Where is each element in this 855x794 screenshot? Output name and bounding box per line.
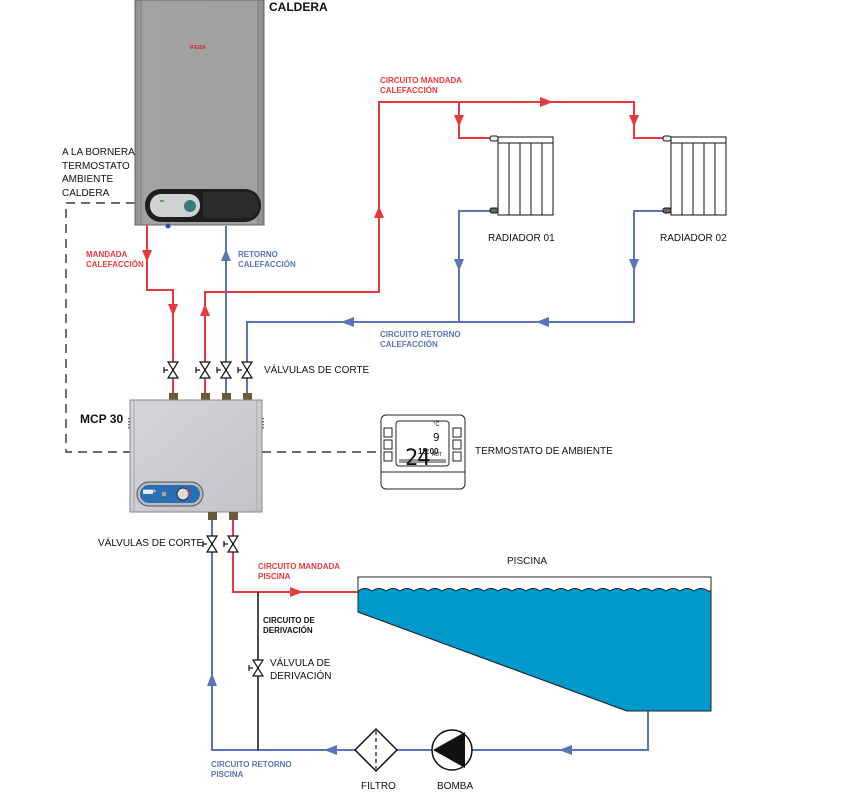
pump-label: BOMBA [437,781,474,792]
valve-icon [237,361,254,379]
arrow-down-icon [168,304,178,316]
control-wiring [65,202,380,453]
arrow-down-icon [454,115,464,127]
valve-icon [195,361,212,379]
thermostat-label: TERMOSTATO DE AMBIENTE [475,446,613,457]
flow-arrows [142,97,639,755]
valvulas-corte-bottom-label: VÁLVULAS DE CORTE [98,538,204,549]
room-thermostat[interactable] [380,414,466,490]
mcp-label: MCP 30 [80,412,124,426]
arrow-left-icon [559,745,572,755]
mandada-calefaccion-label: MANDADA CALEFACCIÓN [86,250,144,269]
mcp-30-unit[interactable] [128,393,264,520]
arrow-down-icon [142,250,152,262]
thermostat-mode: AUT [432,452,442,458]
boiler-knob [184,200,196,212]
arrow-up-icon [221,249,231,261]
arrow-right-icon [540,97,553,107]
valve-icon [248,659,265,677]
arrow-right-icon [290,587,303,597]
circuito-retorno-piscina-label: CIRCUITO RETORNO PISCINA [211,760,292,779]
boiler-brand-logo: IFEISA [190,45,207,51]
bypass-valve[interactable] [248,659,265,677]
arrow-down-icon [629,115,639,127]
arrow-up-icon [374,206,384,218]
circuito-retorno-calefaccion-label: CIRCUITO RETORNO CALEFACCIÓN [380,330,461,349]
radiator-02[interactable] [662,135,727,216]
bornera-label: A LA BORNERA TERMOSTATO AMBIENTE CALDERA [62,147,135,199]
radiator-02-label: RADIADOR 02 [660,233,727,244]
radiator-01[interactable] [489,135,554,216]
pool-return-pipes [211,512,649,751]
arrow-up-icon [200,304,210,316]
circuito-derivacion-label: CIRCUITO DE DERIVACIÓN [263,616,315,635]
thermostat-unit: °C [433,422,440,428]
boiler-label: CALDERA [269,0,328,14]
pool-label: PISCINA [507,556,548,567]
thermostat-temperature: 24 [405,445,430,471]
swimming-pool[interactable] [357,576,712,712]
circuito-mandada-piscina-label: CIRCUITO MANDADA PISCINA [258,562,341,581]
arrow-down-icon [629,259,639,271]
pump-icon[interactable] [431,729,473,771]
circuito-mandada-calefaccion-label: CIRCUITO MANDADA CALEFACCIÓN [380,76,463,95]
valvula-derivacion-label: VÁLVULA DE DERIVACIÓN [270,658,332,682]
mcp-brand-logo: IFEISA [143,488,156,493]
boiler[interactable] [134,0,265,229]
arrow-left-icon [341,317,354,327]
valve-icon [163,361,180,379]
valvulas-corte-top-label: VÁLVULAS DE CORTE [264,365,370,376]
thermostat-temperature-decimal: 9 [433,431,440,444]
arrow-left-icon [536,317,549,327]
filter-icon[interactable] [353,727,399,773]
filter-label: FILTRO [361,781,396,792]
retorno-calefaccion-label: RETORNO CALEFACCIÓN [238,250,296,269]
wire-boiler-to-mcp [65,202,135,453]
valve-icon [216,361,233,379]
arrow-up-icon [207,673,217,686]
shutoff-valves-top[interactable] [163,361,254,379]
thermostat-time: 18:00 [418,447,439,456]
arrow-left-icon [324,745,337,755]
shutoff-valves-bottom[interactable] [202,535,240,553]
valve-icon [202,535,219,553]
arrow-down-icon [454,259,464,271]
valve-icon [223,535,240,553]
radiator-01-label: RADIADOR 01 [488,233,555,244]
